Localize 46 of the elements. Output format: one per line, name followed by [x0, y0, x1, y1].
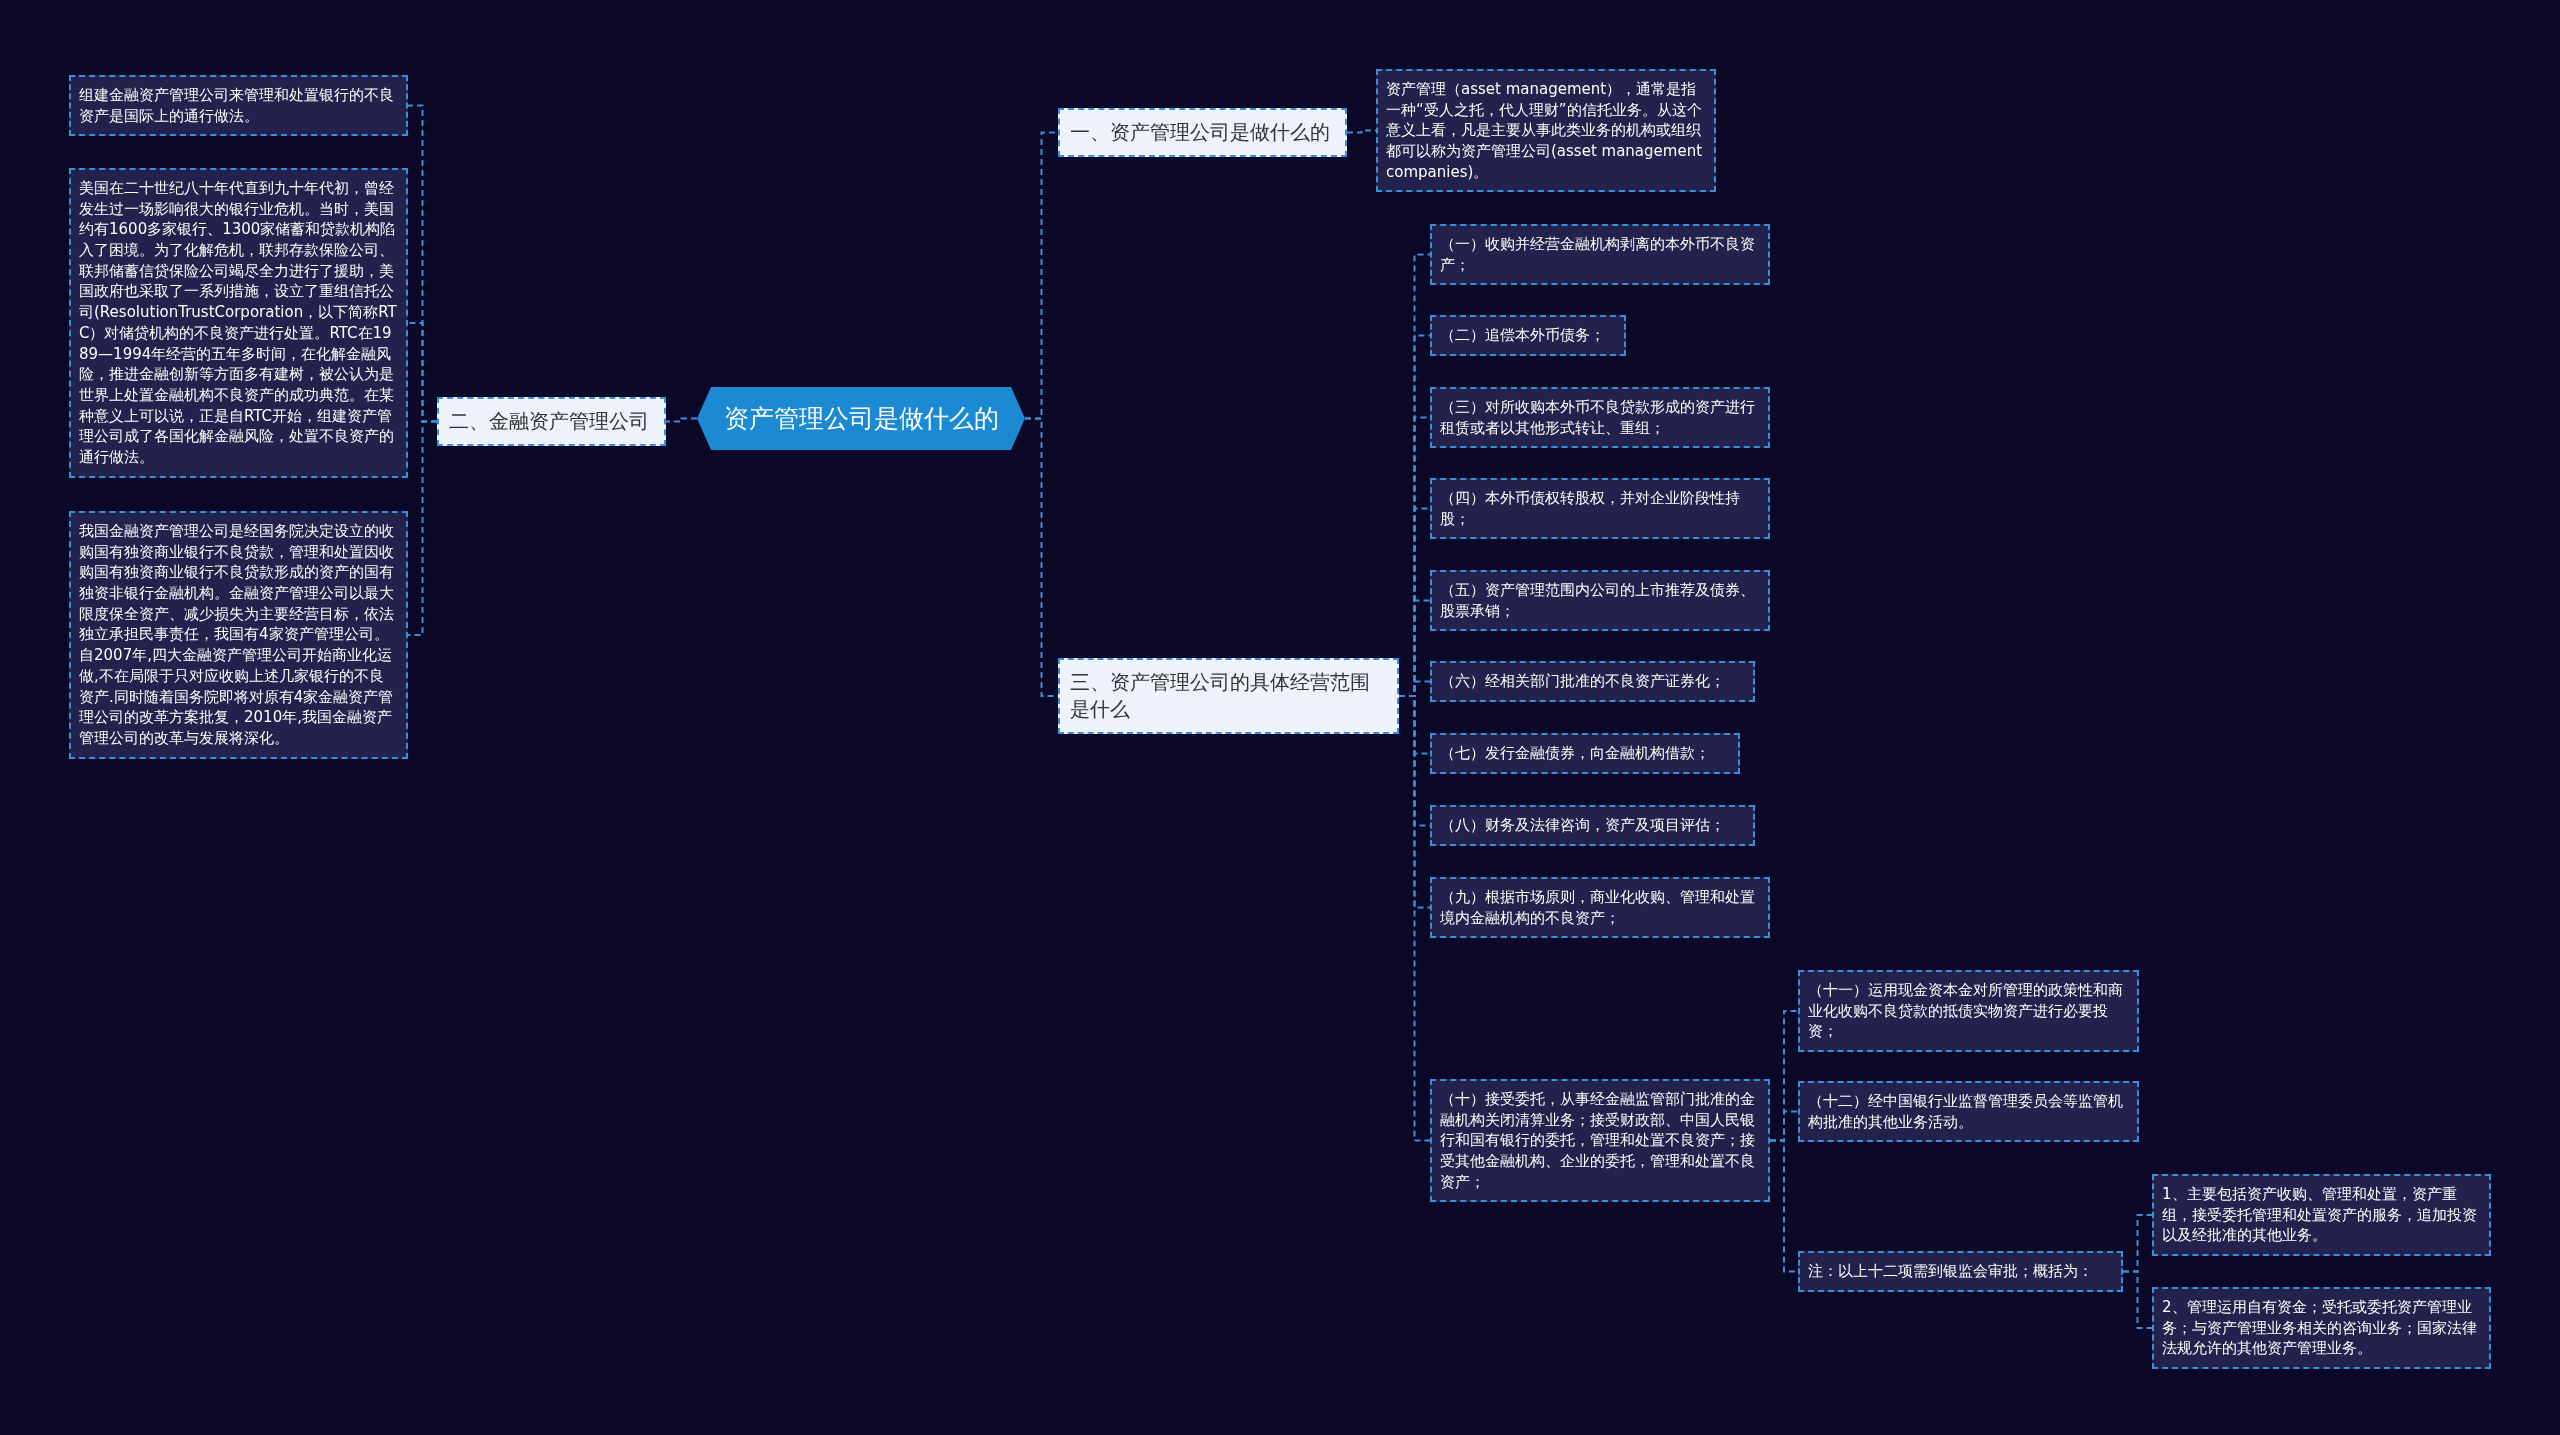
- topic-text: 二、金融资产管理公司: [449, 408, 650, 435]
- text-card: [1430, 733, 1740, 774]
- text-card: [1430, 1079, 1770, 1203]
- topic-text: 组建金融资产管理公司来管理和处置银行的不良资产是国际上的通行做法。: [79, 85, 395, 127]
- connector-line: [665, 417, 698, 423]
- text-card: [1430, 315, 1626, 356]
- topic-text: （六）经相关部门批准的不良资产证券化；: [1440, 671, 1726, 692]
- text-card: [1430, 661, 1755, 702]
- text-card: [1798, 1081, 2139, 1143]
- topic-text: （四）本外币债权转股权，并对企业阶段性持股；: [1440, 488, 1741, 530]
- text-card: [1430, 877, 1770, 939]
- topic-text: （三）对所收购本外币不良贷款形成的资产进行租赁或者以其他形式转让、重组；: [1440, 397, 1756, 439]
- branch-topic: [1058, 658, 1399, 734]
- topic-text: 1、主要包括资产收购、管理和处置，资产重组，接受委托管理和处置资产的服务，追加投资以及经批准的其他业务。: [2162, 1184, 2478, 1247]
- text-card: [2152, 1287, 2491, 1370]
- topic-text: 三、资产管理公司的具体经营范围是什么: [1070, 669, 1371, 723]
- topic-text: （二）追偿本外币债务；: [1440, 325, 1606, 346]
- connector-line: [2122, 1270, 2153, 1329]
- topic-text: （十）接受委托，从事经金融监管部门批准的金融机构关闭清算业务；接受财政部、中国人民银行和国有银行的委托，管理和处置不良资产；接受其他金融机构、企业的委托，管理和处置不良资产；: [1440, 1089, 1756, 1193]
- text-card: [1430, 224, 1770, 286]
- text-card: [2152, 1174, 2491, 1257]
- text-card: [1430, 805, 1755, 846]
- topic-text: 2、管理运用自有资金；受托或委托资产管理业务；与资产管理业务相关的咨询业务；国家法律法规允许的其他资产管理业务。: [2162, 1297, 2478, 1360]
- text-card: [69, 75, 408, 137]
- topic-text: 注：以上十二项需到银监会审批；概括为：: [1808, 1261, 2094, 1282]
- topic-text: （一）收购并经营金融机构剥离的本外币不良资产；: [1440, 234, 1756, 276]
- topic-text: 美国在二十世纪八十年代直到九十年代初，曾经发生过一场影响很大的银行业危机。当时，美国约有1600多家银行、1300家储蓄和贷款机构陷入了困境。为了化解危机，联邦存款保险公司、联邦储蓄信贷保险公司竭尽全力进行了援助，美国政府也采取了一系列措施，设立了重组信托公司(ResolutionTrustCorporation，以下简称RTC）对储贷机构的不良资产进行处置。RTC在1989—1994年经营的五年多时间，在化解金融风险，推进金融创新等方面多有建树，被公认为是世界上处置金融机构不良资产的成功典范。在某种意义上可以说，正是自RTC开始，组建资产管理公司成了各国化解金融风险，处置不良资产的通行做法。: [79, 178, 398, 468]
- text-card: [1430, 478, 1770, 540]
- topic-text: 资产管理（asset management），通常是指一种“受人之托，代人理财”的信托业务。从这个意义上看，凡是主要从事此类业务的机构或组织都可以称为资产管理公司(asset management companies)。: [1386, 79, 1704, 183]
- topic-text: （十一）运用现金资本金对所管理的政策性和商业化收购不良贷款的抵债实物资产进行必要投资；: [1808, 980, 2124, 1043]
- text-card: [1376, 69, 1716, 193]
- topic-text: （八）财务及法律咨询，资产及项目评估；: [1440, 815, 1726, 836]
- topic-text: （九）根据市场原则，商业化收购、管理和处置境内金融机构的不良资产；: [1440, 887, 1756, 929]
- topic-text: （五）资产管理范围内公司的上市推荐及债券、股票承销；: [1440, 580, 1756, 622]
- topic-text: （七）发行金融债券，向金融机构借款；: [1440, 743, 1711, 764]
- text-card: [1430, 570, 1770, 632]
- connector-line: [407, 420, 438, 636]
- text-card: [1430, 387, 1770, 449]
- branch-topic: [1058, 108, 1347, 157]
- branch-topic: [437, 397, 666, 446]
- topic-text: （十二）经中国银行业监督管理委员会等监管机构批准的其他业务活动。: [1808, 1091, 2124, 1133]
- text-card: [1798, 970, 2139, 1053]
- topic-text: 资产管理公司是做什么的: [722, 403, 1000, 435]
- text-card: [1798, 1251, 2123, 1292]
- topic-text: 一、资产管理公司是做什么的: [1070, 119, 1331, 146]
- topic-text: 我国金融资产管理公司是经国务院决定设立的收购国有独资商业银行不良贷款，管理和处置因收购国有独资商业银行不良贷款形成的资产的国有独资非银行金融机构。金融资产管理公司以最大限度保全资产、减少损失为主要经营目标，依法独立承担民事责任，我国有4家资产管理公司。自2007年,四大金融资产管理公司开始商业化运做,不在局限于只对应收购上述几家银行的不良资产.同时随着国务院即将对原有4家金融资产管理公司的改革方案批复，2010年,我国金融资产管理公司的改革与发展将深化。: [79, 521, 395, 749]
